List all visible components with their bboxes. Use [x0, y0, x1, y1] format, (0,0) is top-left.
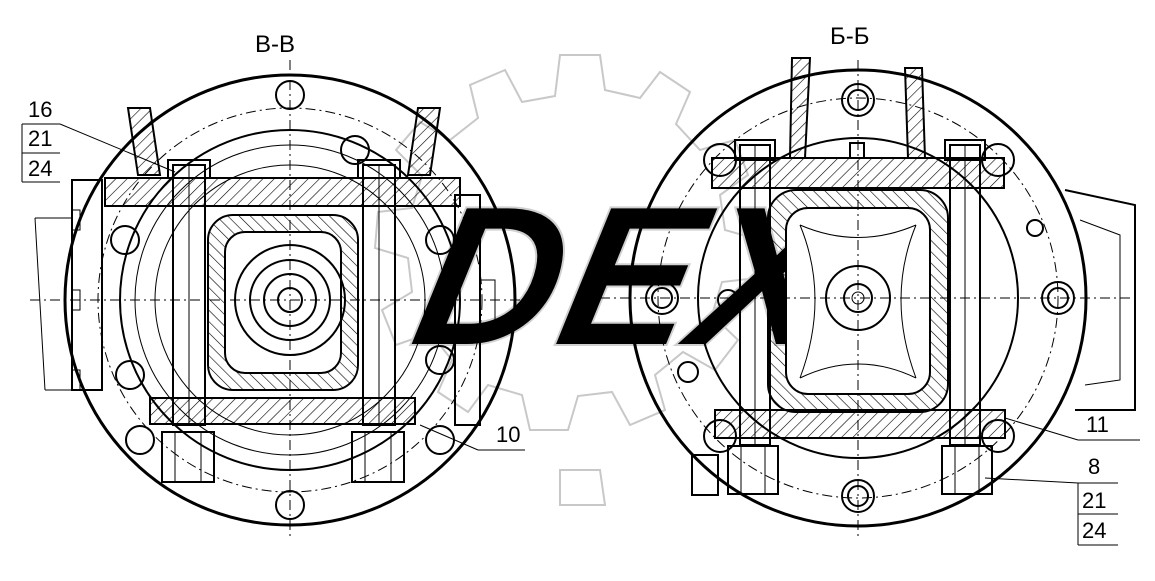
view-right — [600, 57, 1140, 540]
callout-label: 24 — [28, 156, 52, 181]
view-title-right: Б-Б — [830, 23, 870, 50]
callout-left-top: 16 21 24 — [21, 97, 176, 183]
callout-right-bottom: 8 21 24 — [984, 454, 1118, 546]
callout-left-bottom: 10 — [419, 422, 525, 451]
callout-label: 24 — [1082, 518, 1106, 543]
view-left — [30, 60, 545, 540]
callout-label: 21 — [28, 126, 52, 151]
callout-right-mid: 11 — [1004, 412, 1140, 441]
callout-label: 11 — [1086, 412, 1109, 437]
callout-label: 21 — [1082, 488, 1106, 513]
callout-label: 10 — [496, 422, 520, 447]
callout-label: 16 — [28, 97, 52, 122]
callout-label: 8 — [1088, 454, 1100, 479]
view-title-left: В-В — [255, 31, 295, 58]
